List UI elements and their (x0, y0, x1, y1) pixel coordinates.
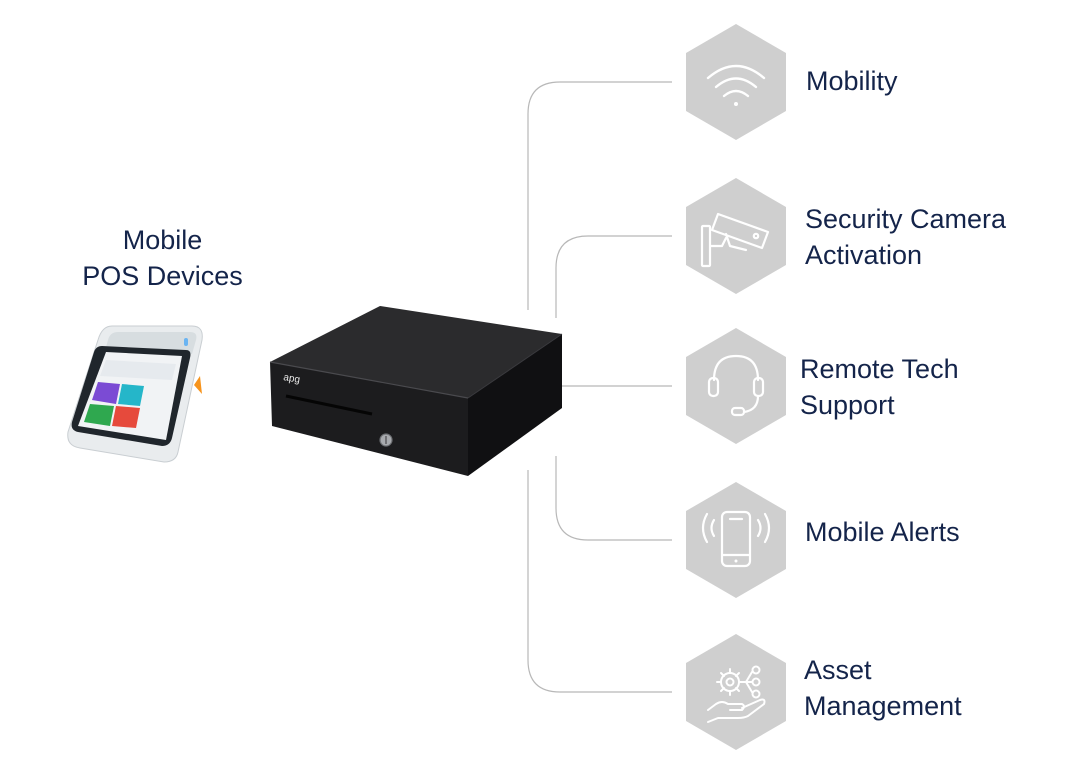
mobile-pos-device (67, 325, 203, 463)
feature-mobility-line1: Mobility (806, 66, 898, 96)
feature-label-security-camera: Security Camera Activation (805, 201, 1006, 273)
feature-mobile-alerts-line1: Mobile Alerts (805, 517, 960, 547)
connector-mobile-alerts (555, 456, 672, 541)
feature-label-mobile-alerts: Mobile Alerts (805, 514, 960, 550)
feature-label-mobility: Mobility (806, 63, 898, 99)
connector-mobility (527, 81, 672, 310)
security-camera-icon (700, 212, 770, 268)
feature-label-remote-support: Remote Tech Support (800, 351, 959, 423)
mobile-pos-devices-title: Mobile POS Devices (60, 222, 265, 294)
feature-asset-management-line2: Management (804, 691, 962, 721)
hexagon-mobility (686, 24, 786, 140)
headset-icon (707, 354, 765, 417)
connector-lines (527, 81, 672, 693)
connector-security-camera (555, 235, 672, 318)
wifi-icon (706, 64, 766, 106)
feature-label-asset-management: Asset Management (804, 652, 962, 724)
hexagon-asset-management (686, 634, 786, 750)
hexagon-mobile-alerts (686, 482, 786, 598)
asset-management-icon (707, 665, 766, 723)
source-title-line2: POS Devices (82, 261, 243, 291)
connector-asset-management (527, 470, 672, 693)
feature-security-camera-line1: Security Camera (805, 204, 1007, 234)
feature-security-camera-line2: Activation (805, 240, 923, 270)
source-title-line1: Mobile (122, 225, 203, 255)
feature-remote-support-line2: Support (800, 390, 895, 420)
pos-screen-tiles (84, 360, 176, 428)
nfc-signal-icon (194, 376, 202, 394)
drawer-brand-logo: apg (282, 372, 300, 386)
hexagon-group (686, 24, 786, 750)
feature-asset-management-line1: Asset (804, 655, 872, 685)
feature-remote-support-line1: Remote Tech (800, 354, 959, 384)
smartphone-alert-icon (701, 510, 771, 568)
cash-drawer (269, 306, 563, 476)
hexagon-remote-support (686, 328, 786, 444)
